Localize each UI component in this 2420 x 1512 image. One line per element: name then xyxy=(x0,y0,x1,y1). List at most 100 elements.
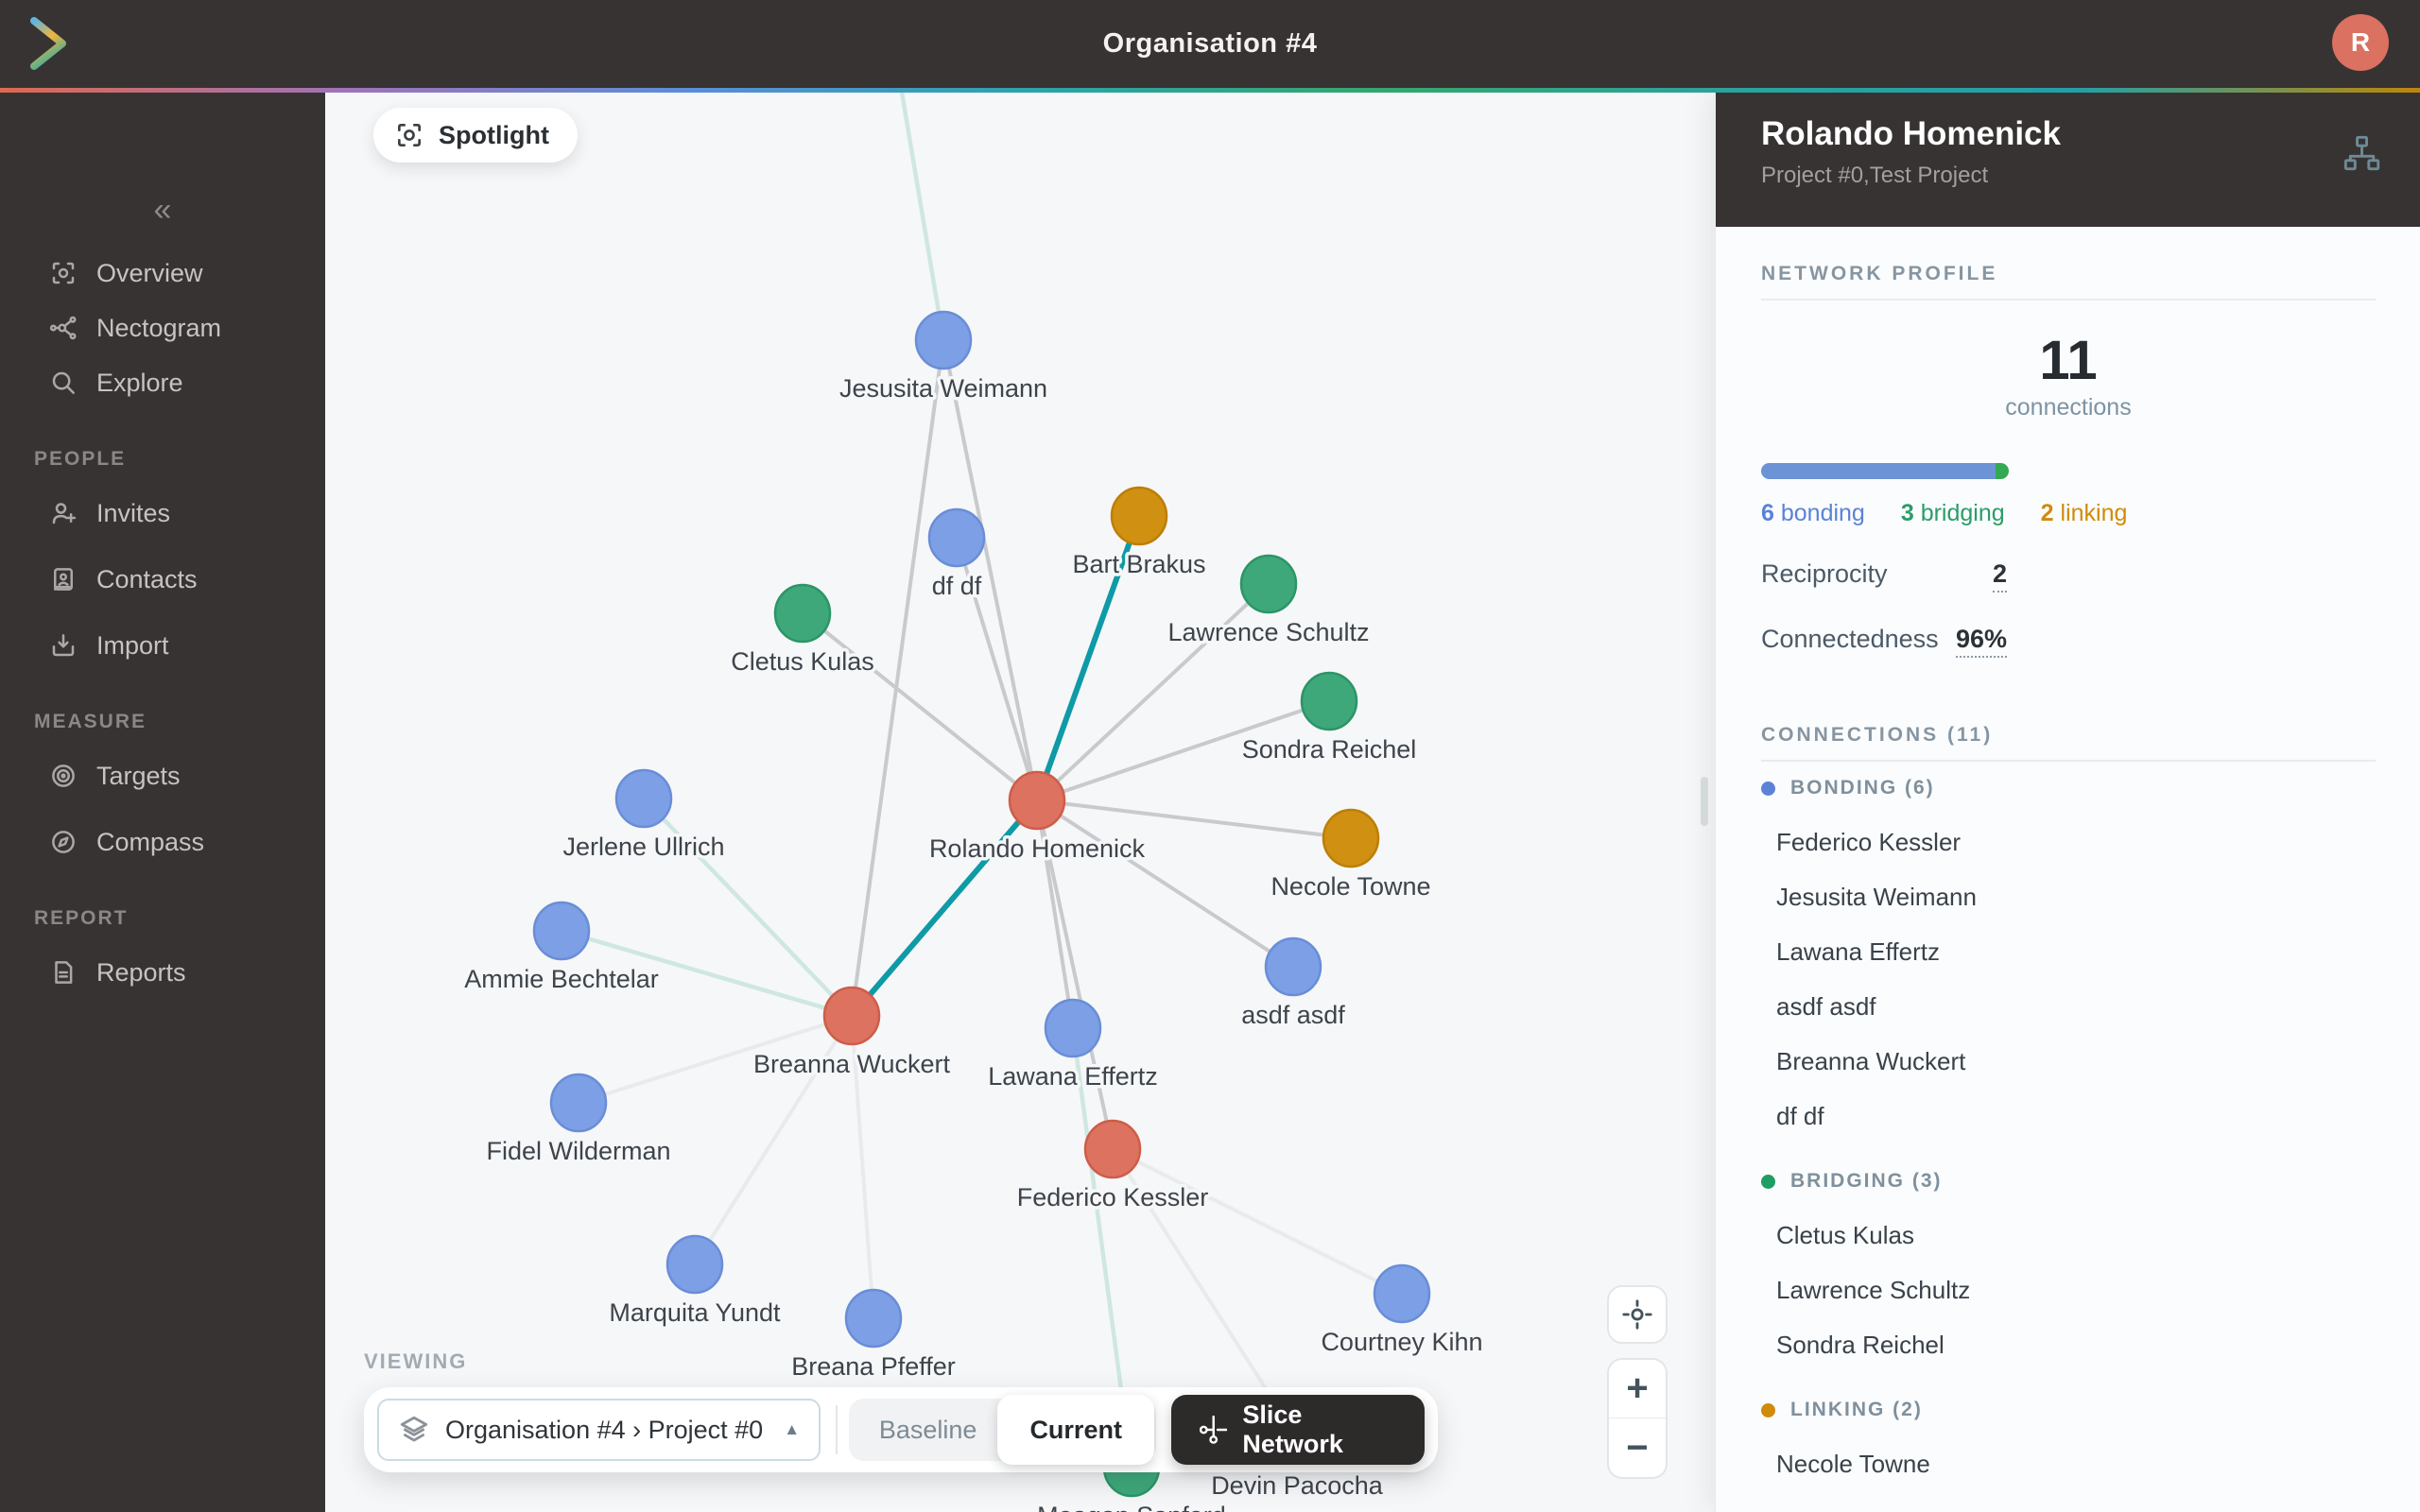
sidebar-item-label: Reports xyxy=(96,957,186,987)
sidebar-collapse-icon[interactable]: « xyxy=(153,191,172,228)
map-controls: + − xyxy=(1607,1285,1668,1479)
selected-person-projects: Project #0,Test Project xyxy=(1761,163,1989,188)
graph-node-label: df df xyxy=(932,572,982,600)
recenter-button[interactable] xyxy=(1607,1285,1668,1344)
scope-dropdown[interactable]: Organisation #4 › Project #0 ▲ xyxy=(377,1399,821,1461)
avatar[interactable]: R xyxy=(2332,14,2389,71)
page-title: Organisation #4 xyxy=(1102,28,1318,59)
person-add-icon xyxy=(46,496,80,530)
sidebar-item-explore[interactable]: Explore xyxy=(0,350,325,416)
edge-breanna-marquita xyxy=(693,1014,854,1266)
compass-icon xyxy=(46,825,80,859)
baseline-current-toggle: Baseline Current xyxy=(848,1395,1156,1465)
graph-node-bart[interactable] xyxy=(1110,486,1168,546)
metric-label: Connectedness xyxy=(1761,625,1939,653)
sidebar-item-invites[interactable]: Invites xyxy=(0,480,325,546)
dropdown-caret-icon: ▲ xyxy=(784,1420,801,1438)
sidebar-section-people: PEOPLE xyxy=(34,448,127,470)
sidebar-item-targets[interactable]: Targets xyxy=(0,743,325,809)
sidebar-item-import[interactable]: Import xyxy=(0,612,325,679)
edge-breanna-jerlene xyxy=(642,797,854,1018)
sidebar-item-contacts[interactable]: Contacts xyxy=(0,546,325,612)
connections-section: CONNECTIONS (11) BONDING (6)Federico Kes… xyxy=(1761,724,2376,1491)
connection-list-item[interactable]: Sondra Reichel xyxy=(1776,1330,1945,1359)
sidebar-item-overview[interactable]: Overview xyxy=(0,240,325,306)
graph-node-marquita[interactable] xyxy=(666,1234,724,1295)
edge-rolando-breanna xyxy=(849,799,1040,1018)
org-chart-icon[interactable] xyxy=(2342,134,2380,177)
connection-list-item[interactable]: df df xyxy=(1776,1101,1824,1130)
connection-list-item[interactable]: Jesusita Weimann xyxy=(1776,882,1977,911)
graph-node-federico[interactable] xyxy=(1083,1119,1142,1179)
graph-node-lawana[interactable] xyxy=(1044,998,1102,1058)
graph-node-label: Lawana Effertz xyxy=(988,1062,1158,1091)
target-icon xyxy=(46,759,80,793)
metric-label: Reciprocity xyxy=(1761,559,1888,588)
app-logo-icon[interactable] xyxy=(25,13,72,78)
graph-node-jesusita[interactable] xyxy=(914,310,973,370)
report-icon xyxy=(46,955,80,989)
baseline-tab[interactable]: Baseline xyxy=(878,1415,977,1444)
graph-node-label: Fidel Wilderman xyxy=(486,1137,670,1165)
bar-segment xyxy=(1761,463,1996,479)
current-tab[interactable]: Current xyxy=(997,1395,1154,1465)
graph-node-sondra[interactable] xyxy=(1300,671,1358,731)
edge-rolando-dfdf xyxy=(955,537,1039,801)
brand-gradient-divider xyxy=(0,88,2420,93)
graph-node-dfdf[interactable] xyxy=(927,507,986,568)
connection-list-item[interactable]: Lawrence Schultz xyxy=(1776,1275,1971,1304)
edge-rolando-bart xyxy=(1034,514,1142,802)
connection-type-bar xyxy=(1761,463,2009,479)
graph-node-lawrence[interactable] xyxy=(1239,554,1298,614)
graph-node-breanna[interactable] xyxy=(822,986,881,1046)
crosshair-icon xyxy=(1622,1299,1652,1330)
graph-node-courtney[interactable] xyxy=(1373,1263,1431,1324)
metric-value[interactable]: 96% xyxy=(1955,625,2007,658)
sidebar-item-reports[interactable]: Reports xyxy=(0,939,325,1005)
graph-node-rolando[interactable] xyxy=(1008,770,1066,831)
slice-network-button[interactable]: Slice Network xyxy=(1170,1395,1425,1465)
metric-connectedness: Connectedness 96% xyxy=(1761,625,2376,658)
graph-node-necole[interactable] xyxy=(1322,808,1380,868)
connection-list-item[interactable]: Federico Kessler xyxy=(1776,827,1962,856)
connection-list-item[interactable]: Cletus Kulas xyxy=(1776,1220,1914,1249)
edge-jesusita-breanna xyxy=(850,339,945,1017)
search-icon xyxy=(46,366,80,400)
spotlight-button[interactable]: Spotlight xyxy=(373,108,578,163)
sidebar-item-compass[interactable]: Compass xyxy=(0,809,325,875)
graph-node-breana[interactable] xyxy=(844,1288,903,1349)
contacts-icon xyxy=(46,562,80,596)
connection-list-item[interactable]: asdf asdf xyxy=(1776,991,1876,1021)
metric-reciprocity: Reciprocity 2 xyxy=(1761,559,2376,593)
graph-node-ammie[interactable] xyxy=(532,901,591,961)
sidebar-item-label: Targets xyxy=(96,761,181,790)
connection-list-item[interactable]: Breanna Wuckert xyxy=(1776,1046,1966,1075)
graph-node-label: Jesusita Weimann xyxy=(839,374,1047,403)
graph-node-asdf[interactable] xyxy=(1264,936,1322,997)
edge-offtop-jesusita xyxy=(899,93,946,341)
graph-node-label: Sondra Reichel xyxy=(1242,735,1417,764)
sidebar-item-nectogram[interactable]: Nectogram xyxy=(0,295,325,361)
zoom-out-button[interactable]: − xyxy=(1607,1418,1668,1479)
graph-node-label: Breanna Wuckert xyxy=(753,1050,951,1078)
graph-node-label: Jerlene Ullrich xyxy=(562,833,724,861)
sidebar-section-measure: MEASURE xyxy=(34,711,147,732)
graph-node-cletus[interactable] xyxy=(773,583,832,644)
top-bar: Organisation #4 R xyxy=(0,0,2420,88)
metric-value[interactable]: 2 xyxy=(1992,559,2007,593)
group-label: BRIDGING (3) xyxy=(1790,1170,1943,1192)
zoom-in-button[interactable]: + xyxy=(1607,1358,1668,1418)
panel-resize-handle[interactable] xyxy=(1701,777,1708,826)
sidebar-item-label: Compass xyxy=(96,827,205,856)
graph-node-jerlene[interactable] xyxy=(614,768,673,829)
connection-list-item[interactable]: Lawana Effertz xyxy=(1776,936,1940,966)
connections-heading: CONNECTIONS (11) xyxy=(1761,724,1994,746)
connection-list-item[interactable]: Necole Towne xyxy=(1776,1449,1930,1478)
edge-rolando-sondra xyxy=(1036,699,1330,802)
graph-node-fidel[interactable] xyxy=(549,1073,608,1133)
sidebar-item-label: Nectogram xyxy=(96,313,222,342)
